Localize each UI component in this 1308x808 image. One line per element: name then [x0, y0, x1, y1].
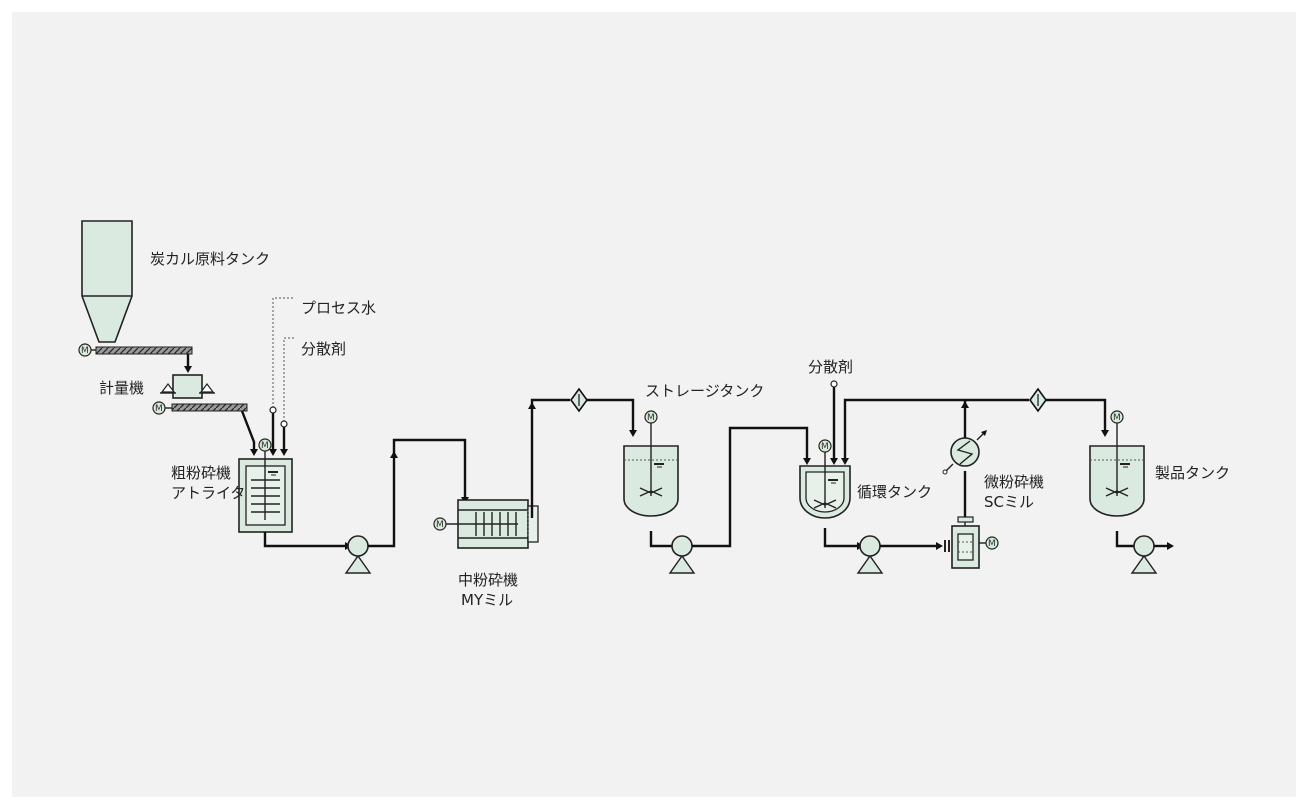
- process-flow-diagram: 炭カル原料タンク M 計量機 M プロセス水 分散剤: [12, 12, 1296, 797]
- product-tank-label: 製品タンク: [1155, 464, 1230, 482]
- dispersant-2-label: 分散剤: [808, 358, 853, 376]
- storage-tank-label: ストレージタンク: [645, 382, 764, 400]
- pump-1-icon: [344, 535, 372, 574]
- fine-mill-label-2: SCミル: [984, 493, 1034, 511]
- motor-icon: [258, 438, 272, 452]
- svg-text:M: M: [155, 404, 163, 414]
- motor-icon: [818, 439, 832, 453]
- storage-tank: M: [623, 410, 679, 517]
- motor-icon: [985, 536, 999, 550]
- strainer-1-icon: [570, 387, 588, 413]
- svg-text:M: M: [988, 539, 996, 549]
- svg-text:M: M: [647, 413, 655, 423]
- medium-mill-label-1: 中粉砕機: [458, 571, 518, 589]
- scale-label: 計量機: [99, 379, 144, 397]
- sc-mill-fine-mill: M: [944, 516, 999, 569]
- svg-text:M: M: [261, 441, 269, 451]
- coarse-mill-label-2: アトライタ: [171, 484, 245, 502]
- coarse-mill-label-1: 粗粉砕機: [171, 464, 231, 482]
- pump-4-icon: [1130, 535, 1158, 574]
- medium-mill-label-2: MYミル: [461, 591, 513, 609]
- svg-text:M: M: [81, 346, 89, 356]
- motor-icon: [433, 517, 447, 531]
- pump-2-icon: [668, 535, 696, 574]
- fine-mill-label-1: 微粉砕機: [984, 473, 1044, 491]
- attritor-coarse-mill: M: [238, 438, 293, 533]
- circulation-tank-label: 循環タンク: [857, 483, 932, 501]
- my-mill-medium-mill: M: [433, 499, 539, 549]
- screw-conveyor-2: M: [152, 401, 248, 415]
- raw-material-silo: [81, 220, 133, 343]
- pump-3-icon: [856, 535, 884, 574]
- strainer-2-icon: [1029, 387, 1047, 413]
- product-tank: M: [1089, 410, 1145, 517]
- flow-diagram-svg: 炭カル原料タンク M 計量機 M プロセス水 分散剤: [78, 220, 1230, 609]
- svg-text:M: M: [1113, 413, 1121, 423]
- process-water-label: プロセス水: [301, 299, 376, 317]
- raw-tank-label: 炭カル原料タンク: [150, 250, 270, 268]
- svg-text:M: M: [436, 520, 444, 530]
- svg-text:M: M: [821, 442, 829, 452]
- screw-conveyor-1: M: [78, 343, 193, 357]
- weighing-scale: [160, 374, 215, 399]
- circulation-tank: M: [799, 439, 851, 519]
- dispersant-1-label: 分散剤: [301, 340, 346, 358]
